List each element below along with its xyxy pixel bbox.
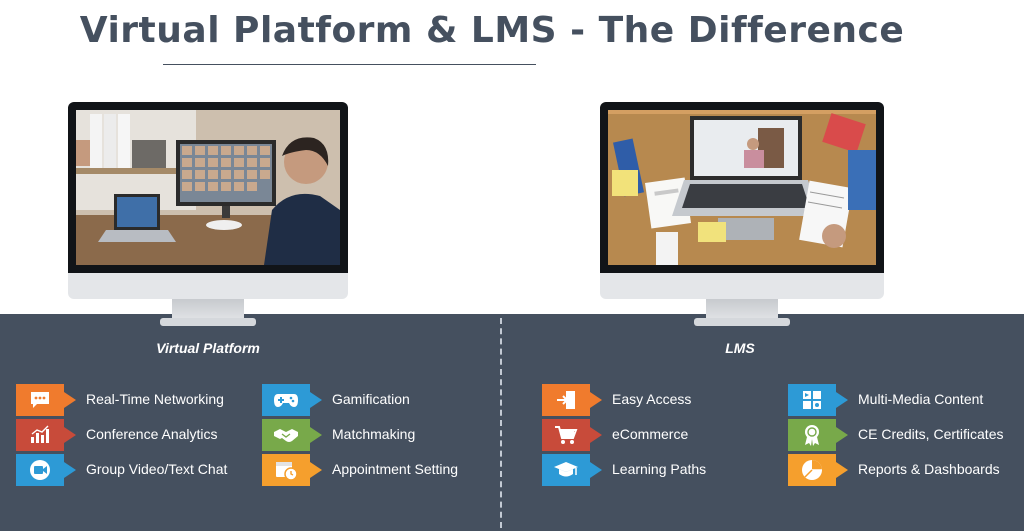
handshake-icon <box>262 419 322 451</box>
monitor-base <box>160 318 256 326</box>
monitor-stand <box>706 299 778 320</box>
feature-label: Appointment Setting <box>332 461 459 477</box>
feature-label: CE Credits, Certificates <box>858 426 1004 442</box>
title-underline <box>163 64 536 65</box>
virtual-platform-image <box>76 110 340 265</box>
feature-label: Group Video/Text Chat <box>86 461 228 477</box>
video-camera-icon <box>16 454 76 486</box>
feature-label: Real-Time Networking <box>86 391 224 407</box>
shopping-cart-icon <box>542 419 602 451</box>
page-title: Virtual Platform & LMS - The Difference <box>79 10 905 51</box>
monitor-chin <box>600 273 884 299</box>
section-divider <box>500 318 502 528</box>
lms-monitor <box>600 102 884 328</box>
feature-label: Matchmaking <box>332 426 416 442</box>
door-enter-icon <box>542 384 602 416</box>
pie-chart-icon <box>788 454 848 486</box>
calendar-clock-icon <box>262 454 322 486</box>
graduation-cap-icon <box>542 454 602 486</box>
virtual-platform-monitor <box>68 102 348 328</box>
chat-bubble-icon <box>16 384 76 416</box>
bar-chart-icon <box>16 419 76 451</box>
feature-label: Multi-Media Content <box>858 391 984 407</box>
virtual-platform-heading: Virtual Platform <box>156 340 260 356</box>
monitor-chin <box>68 273 348 299</box>
media-grid-icon <box>788 384 848 416</box>
feature-label: Learning Paths <box>612 461 707 477</box>
feature-label: eCommerce <box>612 426 689 442</box>
feature-label: Reports & Dashboards <box>858 461 1000 477</box>
monitor-base <box>694 318 790 326</box>
gamepad-icon <box>262 384 322 416</box>
lms-heading: LMS <box>725 340 755 356</box>
monitor-stand <box>172 299 244 320</box>
feature-label: Gamification <box>332 391 410 407</box>
bottom-panel <box>0 314 1024 531</box>
lms-image <box>608 110 876 265</box>
feature-label: Easy Access <box>612 391 692 407</box>
award-icon <box>788 419 848 451</box>
feature-label: Conference Analytics <box>86 426 218 442</box>
